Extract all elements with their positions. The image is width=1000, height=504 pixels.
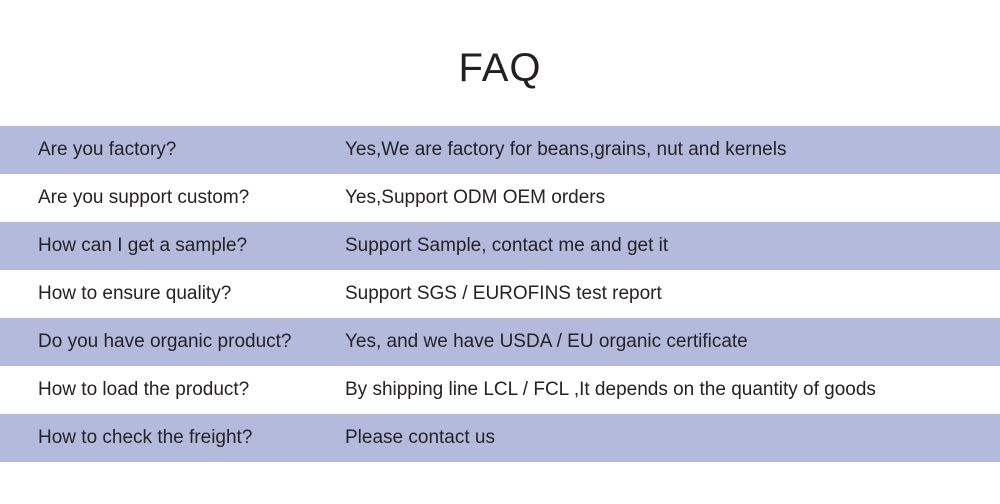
faq-answer: Yes,We are factory for beans,grains, nut…	[345, 138, 787, 160]
faq-question: Do you have organic product?	[38, 330, 292, 352]
faq-question: How to load the product?	[38, 378, 250, 400]
faq-answer: Support SGS / EUROFINS test report	[345, 282, 662, 304]
faq-answer: Please contact us	[345, 426, 495, 448]
faq-answer: Yes, and we have USDA / EU organic certi…	[345, 330, 748, 352]
faq-question: Are you support custom?	[38, 186, 250, 208]
faq-question: Are you factory?	[38, 138, 177, 160]
faq-table: Are you factory? Yes,We are factory for …	[0, 126, 1000, 462]
faq-row: How can I get a sample? Support Sample, …	[0, 222, 1000, 270]
faq-answer: By shipping line LCL / FCL ,It depends o…	[345, 378, 876, 400]
faq-row: How to ensure quality? Support SGS / EUR…	[0, 270, 1000, 318]
faq-row: Are you factory? Yes,We are factory for …	[0, 126, 1000, 174]
faq-question: How to check the freight?	[38, 426, 253, 448]
faq-row: Are you support custom? Yes,Support ODM …	[0, 174, 1000, 222]
page-title: FAQ	[458, 45, 542, 90]
faq-question: How can I get a sample?	[38, 234, 248, 256]
faq-row: How to check the freight? Please contact…	[0, 414, 1000, 462]
faq-answer: Support Sample, contact me and get it	[345, 234, 669, 256]
faq-question: How to ensure quality?	[38, 282, 232, 304]
title-area: FAQ	[0, 0, 1000, 126]
faq-row: How to load the product? By shipping lin…	[0, 366, 1000, 414]
faq-answer: Yes,Support ODM OEM orders	[345, 186, 606, 208]
faq-row: Do you have organic product? Yes, and we…	[0, 318, 1000, 366]
